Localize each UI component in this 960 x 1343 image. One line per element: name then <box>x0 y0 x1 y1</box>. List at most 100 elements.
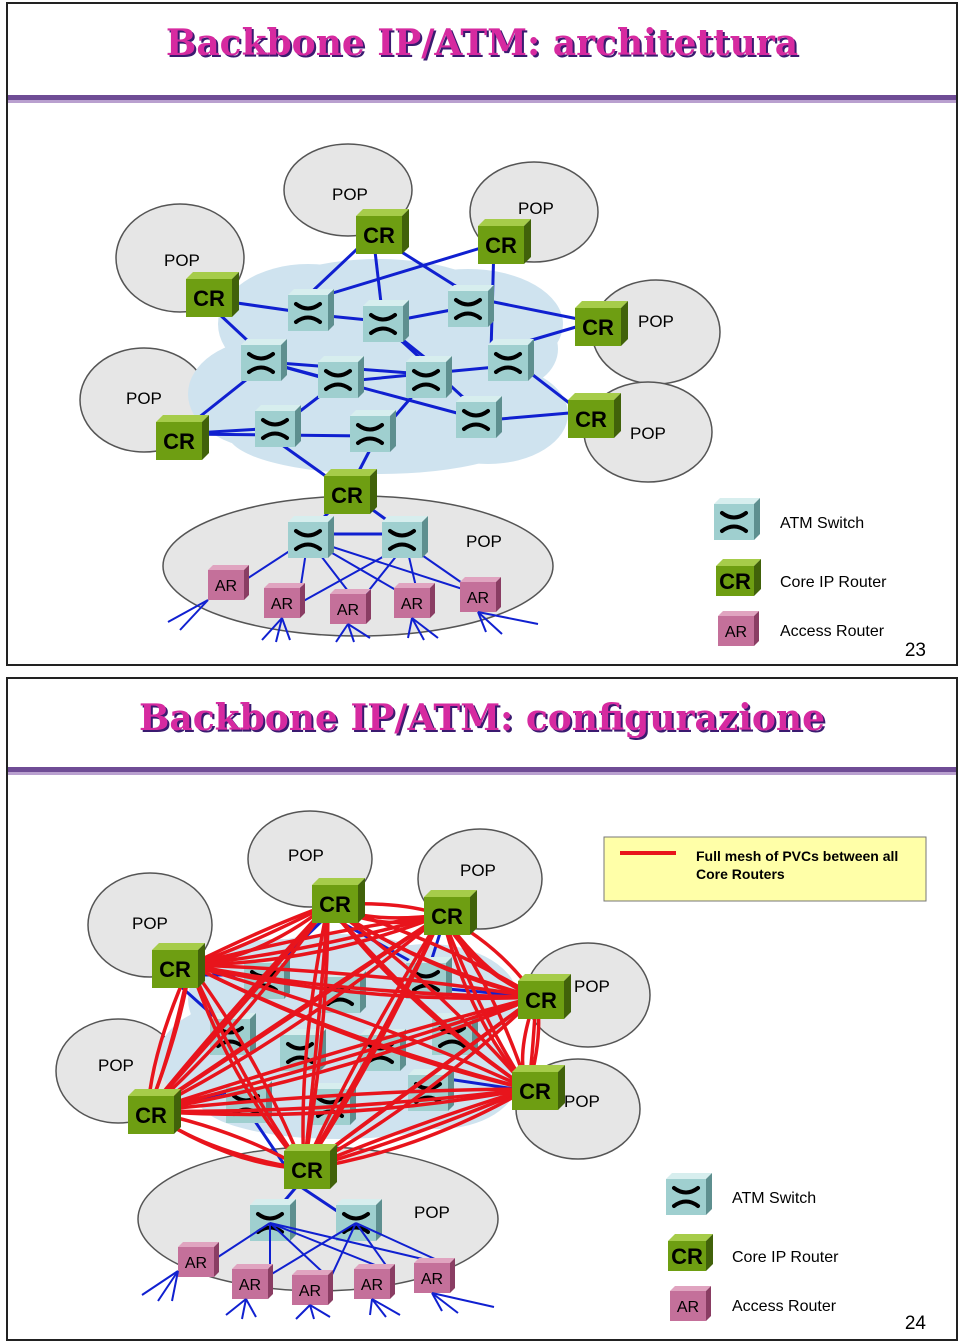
link-line <box>269 1222 331 1280</box>
pop-label: POP <box>414 1203 450 1222</box>
pop-label: POP <box>518 199 554 218</box>
link-line <box>369 1298 373 1316</box>
atm-switch-side <box>328 516 334 558</box>
core-router-side <box>621 301 628 346</box>
link-line <box>225 1298 247 1316</box>
atm-switch-side <box>403 300 409 342</box>
access-router-top <box>178 1242 219 1247</box>
link-line <box>275 617 283 643</box>
access-router-side <box>390 1264 395 1299</box>
access-router <box>670 1291 706 1321</box>
access-router <box>354 1269 390 1299</box>
access-router-top <box>354 1264 395 1269</box>
core-router-side <box>558 1065 565 1110</box>
atm-switch <box>350 416 390 452</box>
link-line <box>355 1222 391 1272</box>
atm-switch <box>448 291 488 327</box>
link-line <box>477 611 503 635</box>
access-router-top <box>330 589 371 594</box>
atm-switch <box>255 411 295 447</box>
legend-atm-switch-label: ATM Switch <box>780 515 864 532</box>
atm-switch-top <box>488 339 534 345</box>
link-line <box>217 1222 271 1258</box>
pvc-line <box>189 963 529 1091</box>
atm-switch-top <box>666 1173 712 1179</box>
core-router-top <box>312 878 365 885</box>
link-line <box>411 617 425 641</box>
switch-x-icon <box>454 298 482 320</box>
core-router <box>152 950 198 988</box>
core-router-label: CR <box>363 223 395 248</box>
link-line <box>347 623 355 643</box>
core-router <box>424 897 470 935</box>
pop-label: POP <box>630 424 666 443</box>
link-line <box>431 1292 459 1314</box>
atm-switch <box>666 1179 706 1215</box>
access-router-side <box>430 583 435 618</box>
link-line <box>261 617 283 641</box>
atm-switch-top <box>714 498 760 504</box>
access-router-label: AR <box>421 1271 443 1288</box>
core-router-side <box>754 559 761 596</box>
core-router-side <box>358 878 365 923</box>
pvc-line <box>147 995 537 1113</box>
access-router-label: AR <box>215 578 237 595</box>
access-router-side <box>300 583 305 618</box>
access-router-side <box>214 1242 219 1277</box>
core-router-side <box>370 469 377 514</box>
core-router-top <box>324 469 377 476</box>
switch-x-icon <box>412 369 440 391</box>
access-router-label: AR <box>299 1283 321 1300</box>
atm-switch-top <box>318 356 364 362</box>
pvc-line <box>147 913 444 1113</box>
core-router <box>716 566 754 596</box>
pvc-line <box>147 1087 529 1114</box>
legend-core-router-label: Core IP Router <box>780 574 887 591</box>
atm-switch-side <box>706 1173 712 1215</box>
pvc-line <box>189 963 537 999</box>
core-router <box>575 308 621 346</box>
pvc-note-box <box>603 836 927 902</box>
atm-switch-side <box>376 1199 382 1241</box>
core-router-top <box>152 943 205 950</box>
switch-x-icon <box>356 423 384 445</box>
core-router-label: CR <box>431 904 463 929</box>
core-router-label: CR <box>485 233 517 258</box>
access-router-side <box>754 611 759 646</box>
core-router-label: CR <box>163 429 195 454</box>
link-line <box>411 617 439 639</box>
switch-x-icon <box>294 302 322 324</box>
core-router-label: CR <box>719 569 751 594</box>
switch-x-icon <box>388 529 416 551</box>
pop-label: POP <box>574 977 610 996</box>
pop-label: POP <box>332 185 368 204</box>
atm-switch <box>714 504 754 540</box>
switch-x-icon <box>462 409 490 431</box>
link-line <box>157 1270 179 1302</box>
pvc-line <box>147 995 537 1113</box>
legend-access-router-label: Access Router <box>780 623 885 640</box>
core-router-top <box>356 209 409 216</box>
link-line <box>309 1304 331 1318</box>
atm-switch-side <box>496 396 502 438</box>
slide-title: Backbone IP/ATM: configurazione <box>138 697 826 739</box>
access-router-label: AR <box>401 596 423 613</box>
core-router-label: CR <box>135 1103 167 1128</box>
access-router-side <box>366 589 371 624</box>
access-router <box>178 1247 214 1277</box>
access-router-label: AR <box>185 1255 207 1272</box>
access-router-top <box>208 565 249 570</box>
access-router-top <box>670 1286 711 1291</box>
switch-x-icon <box>294 529 322 551</box>
pvc-line <box>147 1087 529 1117</box>
access-router <box>460 582 496 612</box>
link-line <box>477 611 487 633</box>
switch-x-icon <box>494 352 522 374</box>
link-line <box>281 617 291 641</box>
pvc-line <box>189 913 443 967</box>
atm-switch <box>363 306 403 342</box>
pvc-line <box>188 964 306 1171</box>
